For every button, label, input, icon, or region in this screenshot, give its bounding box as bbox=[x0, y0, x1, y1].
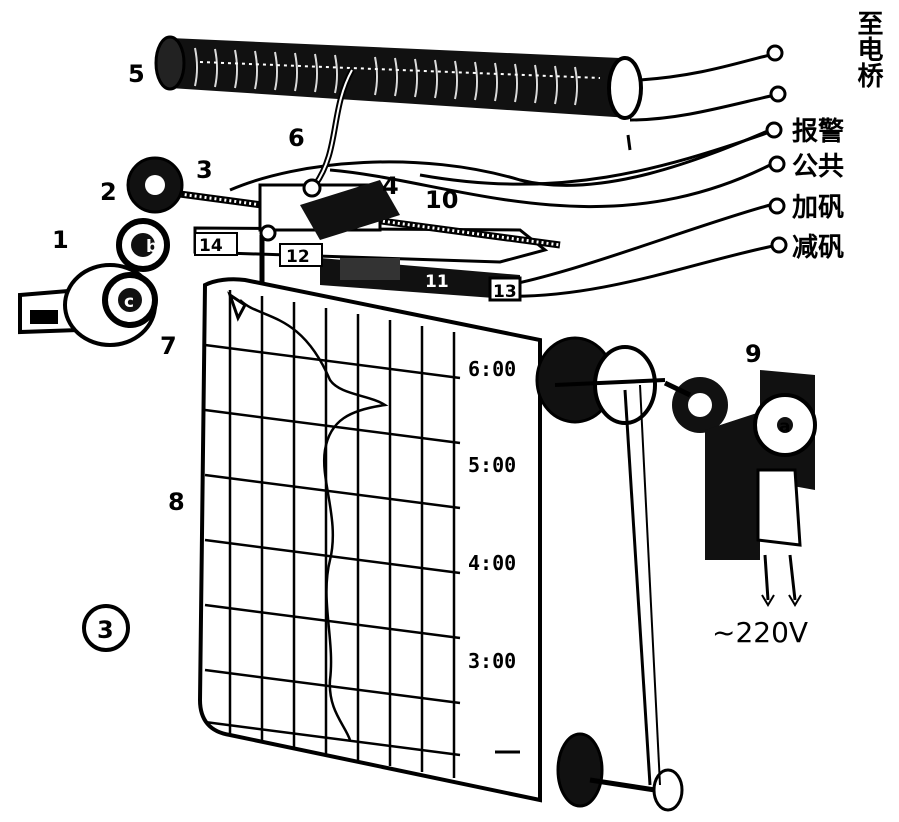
label-1: 1 bbox=[52, 226, 69, 254]
label-6: 6 bbox=[288, 124, 305, 152]
terminal-rings bbox=[765, 44, 788, 254]
left-motor-gearbox bbox=[18, 156, 184, 347]
terminal-label-add-alum: 加矾 bbox=[792, 193, 844, 223]
carriage-mechanism bbox=[149, 178, 561, 302]
gear-label-b: b bbox=[146, 237, 158, 257]
label-3: 3 bbox=[196, 156, 213, 184]
gear-label-c: c bbox=[124, 292, 134, 312]
label-5: 5 bbox=[128, 60, 145, 88]
slide-wire-resistor bbox=[154, 35, 643, 120]
label-9: 9 bbox=[745, 340, 762, 368]
gear-label-a: a bbox=[779, 417, 790, 437]
terminal-label-common: 公共 bbox=[792, 152, 844, 182]
time-label: 3:00 bbox=[468, 649, 516, 673]
time-label: 4:00 bbox=[468, 551, 516, 575]
label-11: 11 bbox=[425, 272, 449, 292]
time-label: 5:00 bbox=[468, 453, 516, 477]
voltage-label: ~220V bbox=[712, 616, 808, 649]
chart-paper-roll bbox=[197, 277, 684, 812]
label-13: 13 bbox=[493, 282, 517, 302]
terminal-label-bridge: 至电桥 bbox=[853, 10, 883, 89]
label-10: 10 bbox=[425, 186, 458, 214]
figure-number: 3 bbox=[97, 616, 114, 644]
terminal-label-reduce-alum: 减矾 bbox=[792, 233, 844, 263]
label-8: 8 bbox=[168, 488, 185, 516]
label-14: 14 bbox=[199, 236, 223, 256]
time-label: 6:00 bbox=[468, 357, 516, 381]
label-4: 4 bbox=[382, 172, 399, 200]
terminal-label-alarm: 报警 bbox=[792, 116, 844, 147]
label-12: 12 bbox=[286, 247, 310, 267]
label-7: 7 bbox=[160, 332, 177, 360]
synchronous-motor bbox=[663, 370, 817, 607]
figure-number-badge: 3 bbox=[82, 604, 130, 652]
label-2: 2 bbox=[100, 178, 117, 206]
